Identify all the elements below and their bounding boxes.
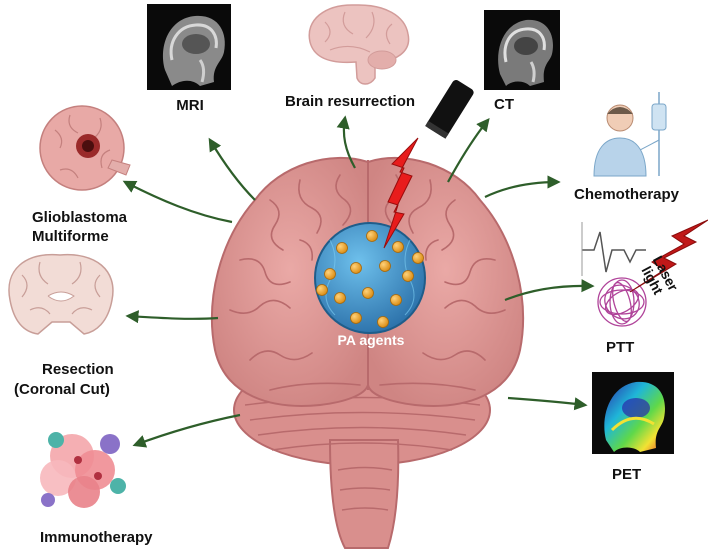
label-chemotherapy: Chemotherapy: [574, 186, 680, 203]
laser-bolt-icon: [629, 219, 708, 293]
label-pa-agents: PA agents: [337, 332, 405, 348]
mri-scan-image: [147, 4, 231, 90]
arrow-to-glioblastoma: [122, 180, 233, 224]
arrow-to-resection: [125, 310, 219, 324]
label-ptt: PTT: [606, 339, 635, 356]
ct-scan-image: [484, 10, 560, 90]
arrow-to-chemotherapy: [484, 175, 561, 198]
pet-scan-image: [592, 372, 674, 454]
label-glioblastoma-line2: Multiforme: [32, 228, 109, 245]
ptt-photothermal-image: [581, 222, 647, 327]
label-resection-line2: (Coronal Cut): [14, 381, 110, 398]
brain-resurrection-image: [308, 4, 410, 85]
arrow-to-brain-resurrection: [336, 115, 356, 169]
arrows: [122, 115, 595, 448]
label-resection-line1: Resection: [42, 361, 114, 378]
label-mri: MRI: [176, 97, 204, 114]
label-immunotherapy: Immunotherapy: [40, 529, 153, 546]
arrow-to-ptt: [504, 279, 595, 302]
resection-coronal-image: [8, 253, 114, 335]
arrow-to-pet: [507, 396, 588, 411]
central-brain: [211, 156, 524, 549]
label-brain-resurrection: Brain resurrection: [285, 93, 416, 110]
laser-pointer-icon: [383, 80, 474, 249]
arrow-to-ct: [447, 117, 490, 183]
glioblastoma-image: [39, 105, 131, 191]
chemotherapy-patient-image: [593, 92, 667, 177]
label-ct: CT: [494, 96, 514, 113]
label-pet: PET: [612, 466, 642, 483]
pa-agent-nanoparticle: [314, 222, 426, 334]
arrow-to-mri: [208, 137, 256, 201]
arrow-to-immunotherapy: [132, 413, 241, 448]
immunotherapy-cells-image: [40, 432, 126, 508]
label-glioblastoma-line1: Glioblastoma: [32, 209, 128, 226]
